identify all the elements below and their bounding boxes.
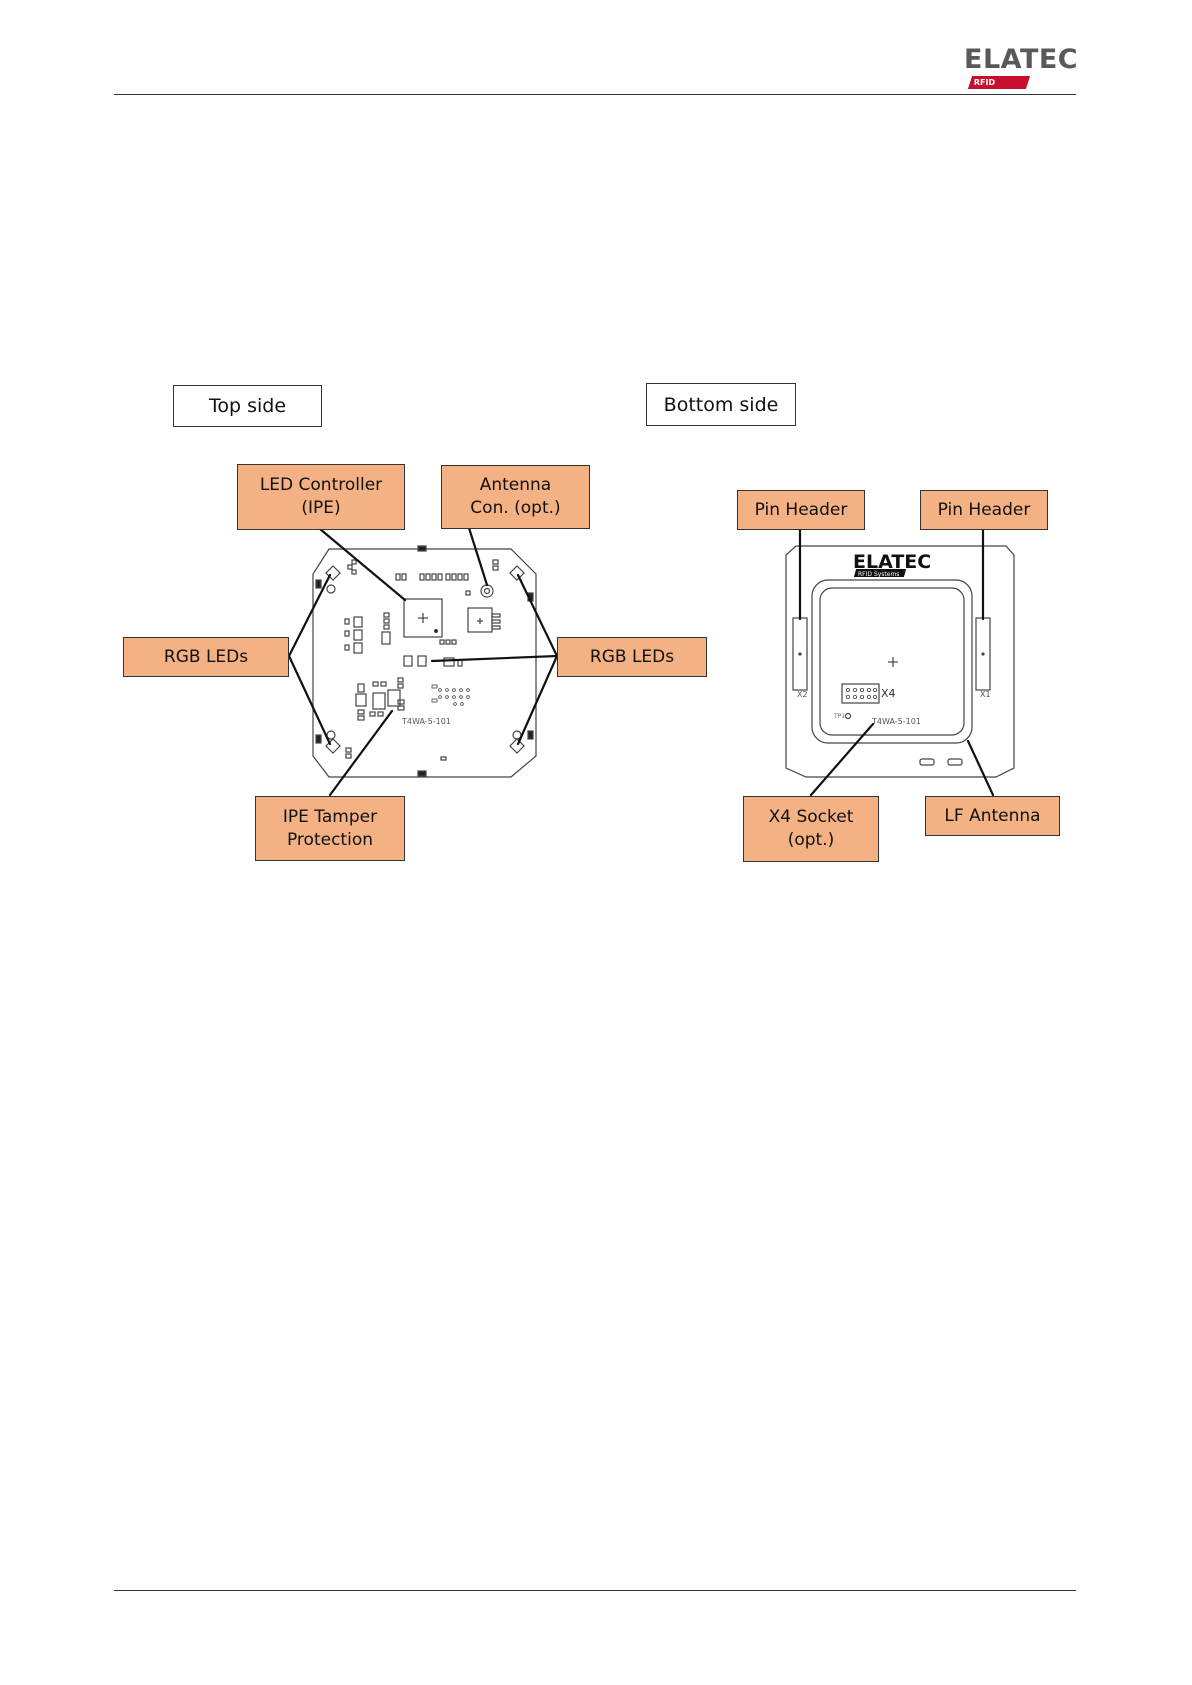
callout-pin-header-left: Pin Header <box>737 490 865 530</box>
x4-marking: X4 <box>881 687 896 700</box>
x2-marking: X2 <box>797 690 808 699</box>
bottom-part-number: T4WA-5-101 <box>871 717 921 726</box>
callout-led-controller: LED Controller (IPE) <box>237 464 405 530</box>
top-board <box>313 546 536 777</box>
leader-rgb-left-bottom <box>289 656 330 744</box>
bottom-logo-tagline: RFID Systems <box>858 571 899 578</box>
dot-field <box>432 685 469 705</box>
bottom-logo-word: ELATEC <box>853 551 931 573</box>
callout-rgb-leds-left: RGB LEDs <box>123 637 289 677</box>
leader-rgb-left-top <box>289 575 330 656</box>
antenna-connector <box>481 585 493 597</box>
callout-lf-antenna: LF Antenna <box>925 796 1060 836</box>
leader-antenna-con <box>469 528 487 585</box>
leader-led-controller <box>320 529 405 600</box>
x4-socket <box>842 684 879 703</box>
leader-ipe-tamper <box>330 711 392 795</box>
leader-rgb-right-top <box>518 575 557 656</box>
tp-marking: TP1 <box>833 713 845 720</box>
led-bottom-right <box>510 739 524 753</box>
callout-rgb-leds-right: RGB LEDs <box>557 637 707 677</box>
leader-lf-antenna <box>968 741 993 795</box>
top-board-outline <box>313 549 536 777</box>
leader-rgb-right-bottom <box>518 656 557 744</box>
top-part-number: T4WA-5-101 <box>401 717 451 726</box>
led-top-right <box>510 566 524 580</box>
callout-ipe-tamper: IPE Tamper Protection <box>255 796 405 861</box>
callout-pin-header-right: Pin Header <box>920 490 1048 530</box>
callout-x4-socket: X4 Socket (opt.) <box>743 796 879 862</box>
bottom-board <box>786 546 1014 777</box>
x1-marking: X1 <box>980 690 991 699</box>
callout-antenna-con: Antenna Con. (opt.) <box>441 465 590 529</box>
